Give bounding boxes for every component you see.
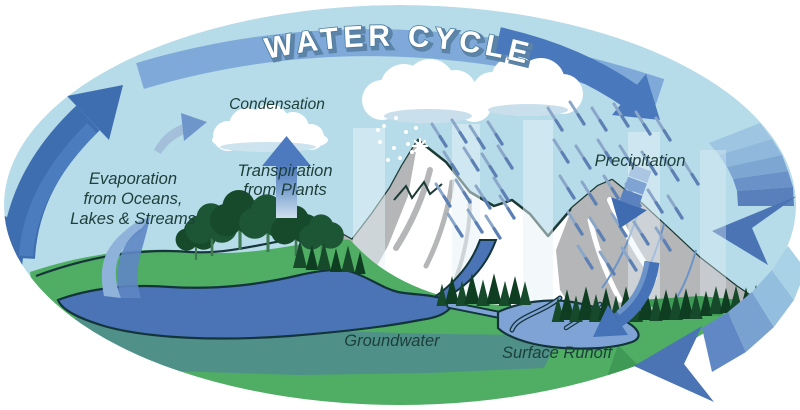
cycle-arrow-right [709, 123, 796, 265]
snow-line [393, 180, 443, 201]
evaporation-arrow [101, 217, 150, 298]
stream [510, 296, 562, 332]
cycle-arrow-top-left [4, 85, 123, 260]
rain-cloud-right [472, 56, 583, 116]
cycle-arrow-bottom [634, 246, 800, 402]
label-precipitation: Precipitation [595, 152, 686, 170]
condensation-arrow [154, 113, 207, 154]
transpiration-arrow [262, 136, 311, 218]
snowflake-icon [411, 137, 429, 155]
precipitation-arrow [611, 164, 652, 229]
lake [56, 268, 454, 340]
label-condensation: Condensation [229, 96, 325, 113]
label-evaporation-line1: Evaporation [89, 170, 177, 188]
rain-cloud-left [362, 59, 492, 123]
label-transpiration-line2: from Plants [243, 181, 326, 199]
label-groundwater: Groundwater [344, 332, 441, 350]
stream [448, 303, 502, 317]
surface-runoff-arrow [593, 260, 660, 337]
horizon-line [35, 238, 287, 278]
label-transpiration-line1: Transpiration [237, 162, 332, 180]
snowfall [370, 110, 429, 162]
label-evaporation-line2: from Oceans, [83, 190, 182, 208]
label-evaporation-line3: Lakes & Streams [70, 210, 196, 228]
cycle-arrow-top-right [495, 27, 660, 120]
label-surface-runoff: Surface Runoff [502, 344, 614, 362]
